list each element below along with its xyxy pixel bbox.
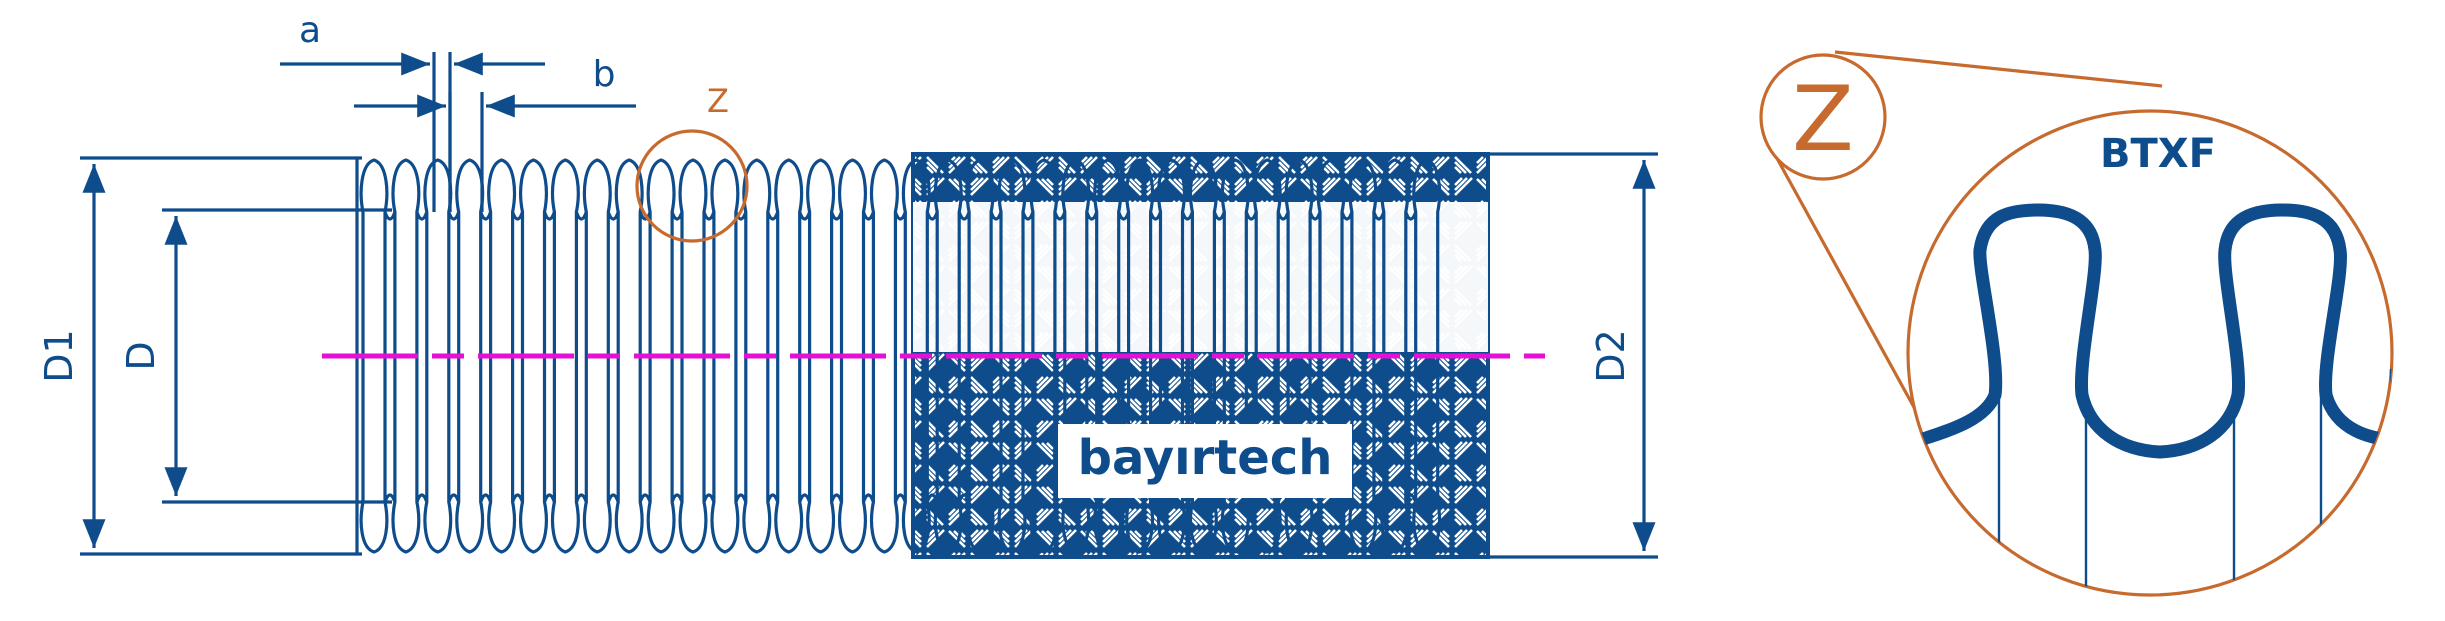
label-d2: D2 [1589,329,1633,382]
callout-small-label: Z [1792,67,1854,172]
label-a: a [299,10,321,51]
detail-marker-circle [635,129,749,243]
label-d1: D1 [37,329,81,382]
detail-callout: Z BTXF [1759,50,2394,597]
label-b: b [593,54,616,95]
brand-name: bayırtech [1078,430,1333,486]
brand-plate [1058,424,1352,498]
callout-small-circle [1759,53,1887,181]
detail-marker-label: Z [707,82,729,120]
detail-title: BTXF [2100,131,2216,177]
zoom-circle [1906,109,2394,597]
label-d: D [119,341,163,370]
braid-top-band [913,202,1488,352]
zoom-bellows-profile [1913,203,2392,459]
